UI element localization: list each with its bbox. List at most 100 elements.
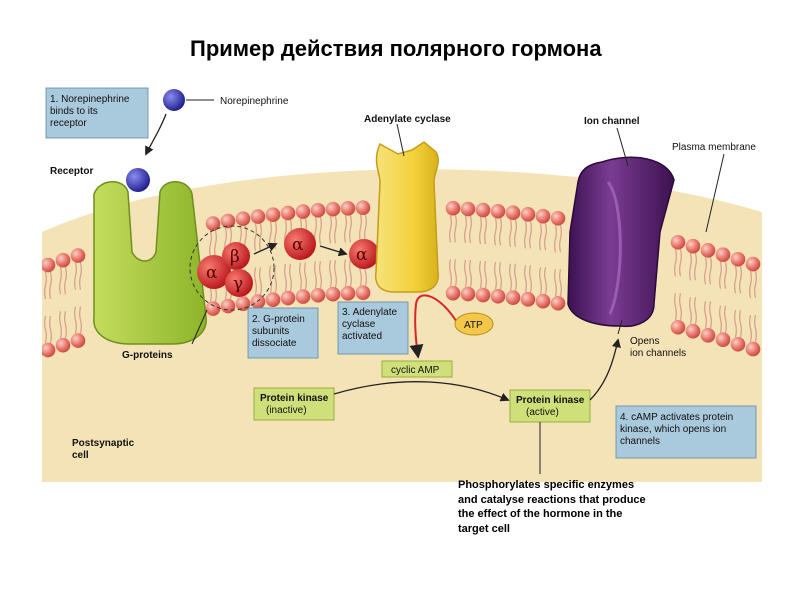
phospholipid-tail [709,257,712,285]
phospholipid-tail [74,306,77,334]
phospholipid-tail [689,253,692,281]
phospholipid-head [295,204,311,219]
phospholipid-head [445,285,461,301]
phospholipid-head [265,207,281,223]
phospholipid-tail [484,260,487,289]
phospholipid-tail [734,310,737,338]
phospholipid-tail [514,219,517,247]
phospholipid-tail [704,301,707,329]
phospholipid-head [700,243,716,258]
phospholipid-tail [449,259,452,287]
phospholipid-head [55,252,71,268]
phospholipid-tail [694,253,697,281]
adenylate-cyclase-label: Adenylate cyclase [364,114,451,125]
g-alpha-subunit [197,255,231,289]
phospholipid-tail [254,223,257,251]
g-gamma-subunit [225,269,253,297]
step-2-line-3: dissociate [252,338,297,349]
phospholipid-head [460,201,476,217]
phospholipid-tail [494,262,497,290]
phospholipid-tail [59,267,62,295]
phospholipid-tail [479,260,482,289]
protein-kinase-active-state: (active) [526,407,559,418]
phospholipid-head [730,251,746,267]
phospholipid-tail [259,223,262,251]
phospholipid-head [700,328,716,343]
phospholipid-head [310,202,326,218]
phospholipid-head [475,202,491,218]
phosphorylation-caption: Phosphorylates specific enzymes and cata… [458,479,646,535]
phospholipid-tail [44,315,47,344]
phospholipid-tail [449,215,452,243]
phospholipid-tail [719,261,722,289]
step-3-line-2: cyclase [342,319,376,330]
g-proteins-label: G-proteins [122,350,173,361]
phospholipid-head [715,247,731,263]
membrane-outer-layer [42,200,761,273]
phospholipid-tail [344,215,347,243]
protein-kinase-active-box [509,389,591,423]
alpha-subunit-bound [349,239,379,269]
phospholipid-tail [64,311,67,339]
phospholipid-tail [749,314,752,343]
phospholipid-tail [319,261,322,289]
phospholipid-head [310,287,326,303]
phospholipid-head [670,319,686,335]
phospholipid-tail [739,266,742,294]
phospholipid-head [220,298,236,314]
phospholipid-tail [314,261,317,289]
phospholipid-head [550,210,566,226]
phospholipid-head [550,295,566,311]
phospholipid-tail [464,215,467,244]
phospholipid-tail [754,314,757,343]
phospholipid-tail [79,306,82,334]
phospholipid-tail [559,225,562,253]
phospholipid-head [685,323,701,339]
phospholipid-tail [259,267,262,295]
step-4-line-1: 4. cAMP activates protein [620,412,733,423]
phospholipid-head [490,203,506,219]
step-4-line-2: kinase, which opens ion [620,424,726,435]
step-1-box [45,87,149,139]
phospholipid-tail [509,219,512,247]
phospholipid-tail [694,297,697,325]
protein-kinase-inactive-state: (inactive) [266,405,307,416]
phospholipid-tail [214,230,217,258]
phospholipid-tail [539,267,542,295]
phospholipid-tail [79,262,82,290]
phospholipid-tail [674,293,677,321]
phospholipid-tail [274,265,277,293]
phospholipid-head [445,200,461,216]
step-1-line-1: 1. Norepinephrine [50,94,130,105]
membrane-tails [44,214,757,344]
phospholipid-tail [724,261,727,289]
alpha-symbol-free: α [292,235,304,255]
g-beta-subunit [222,242,250,270]
phospholipid-head [70,333,86,348]
phospholipid-head [745,256,761,272]
phospholipid-head [505,205,521,221]
phospholipid-head [250,209,266,224]
phospholipid-head [685,238,701,254]
phospholipid-tail [554,225,557,253]
plasma-membrane-label: Plasma membrane [672,142,756,153]
phospholipid-head [295,289,311,304]
gamma-symbol: γ [233,274,243,294]
phospholipid-head [490,288,506,304]
phospholipid-tail [329,260,332,288]
phospholipid-head [520,292,536,307]
phospholipid-tail [349,259,352,287]
beta-symbol: β [230,247,240,267]
phospholipid-tail [334,216,337,244]
page-title: Пример действия полярного гормона [190,36,602,61]
phospholipid-head [265,292,281,308]
opens-label-line-1: Opens [630,336,659,347]
membrane-inner-layer [42,285,761,358]
receptor-protein [93,181,207,345]
phospholipid-tail [49,271,52,300]
postsynaptic-label-line-2: cell [72,450,89,461]
phospholipid-tail [509,263,512,291]
alpha-symbol: α [206,263,218,283]
atp-icon [454,312,494,336]
phospholipid-tail [544,267,547,295]
